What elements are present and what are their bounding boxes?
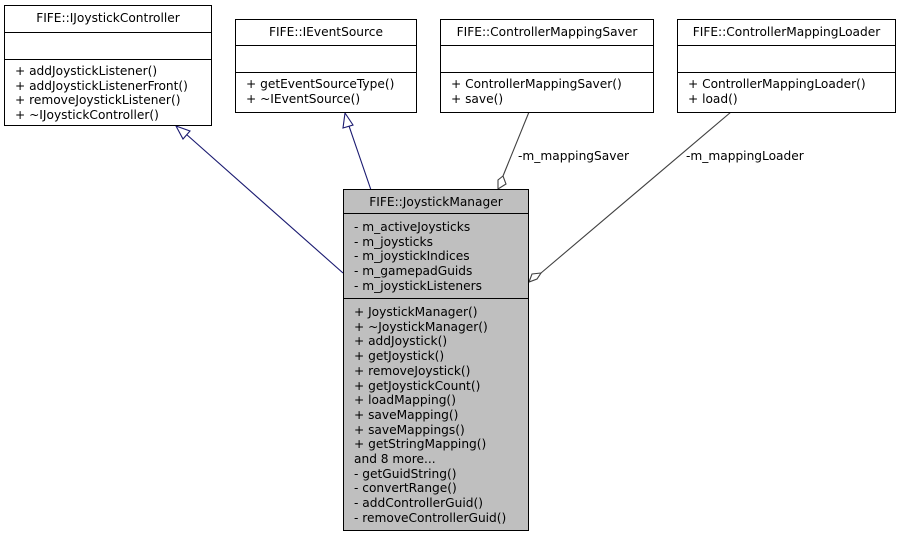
aggregation-diamond-mapping-loader xyxy=(528,272,543,283)
attribute-line: - m_joystickListeners xyxy=(354,278,482,293)
method-line: + ~IEventSource() xyxy=(246,91,361,106)
method-line: - convertRange() xyxy=(354,481,457,496)
attribute-line: - m_joystickIndices xyxy=(354,249,470,264)
attribute-line: - m_joysticks xyxy=(354,234,433,249)
method-line: + addJoystickListener() xyxy=(15,64,158,78)
attribute-line: - m_activeJoysticks xyxy=(354,220,471,234)
methods-compartment: + ControllerMappingLoader() + load() xyxy=(678,72,895,112)
attribute-line: - m_gamepadGuids xyxy=(354,264,473,279)
method-line: + ControllerMappingSaver() xyxy=(451,77,622,91)
method-line: + removeJoystick() xyxy=(354,363,471,378)
method-line: + ~JoystickManager() xyxy=(354,319,488,334)
class-title: FIFE::ControllerMappingSaver xyxy=(456,25,638,39)
methods-compartment: + JoystickManager() + ~JoystickManager()… xyxy=(344,298,528,530)
method-line: + save() xyxy=(451,91,504,106)
method-line: + ~IJoystickController() xyxy=(15,108,159,123)
inheritance-arrowhead-joystick-controller xyxy=(174,125,191,140)
class-box-mapping-loader[interactable]: FIFE::ControllerMappingLoader + Controll… xyxy=(677,19,896,113)
method-line: + ControllerMappingLoader() xyxy=(688,77,866,91)
aggregation-diamond-mapping-saver xyxy=(497,175,507,190)
class-box-mapping-saver[interactable]: FIFE::ControllerMappingSaver + Controlle… xyxy=(440,19,654,113)
inheritance-edge-event-source xyxy=(348,125,372,191)
method-line: + getStringMapping() xyxy=(354,437,487,452)
association-edge-mapping-saver xyxy=(502,111,530,177)
attributes-compartment: - m_activeJoysticks - m_joysticks - m_jo… xyxy=(344,213,528,298)
method-line: - getGuidString() xyxy=(354,466,457,481)
method-line: + getEventSourceType() xyxy=(246,77,395,91)
method-line: + getJoystickCount() xyxy=(354,378,481,393)
method-line: + loadMapping() xyxy=(354,393,456,408)
class-box-joystick-controller[interactable]: FIFE::IJoystickController + addJoystickL… xyxy=(4,5,212,126)
class-box-event-source[interactable]: FIFE::IEventSource + getEventSourceType(… xyxy=(235,19,417,113)
edge-label-mapping-loader: -m_mappingLoader xyxy=(686,149,804,163)
edge-label-mapping-saver: -m_mappingSaver xyxy=(518,149,629,163)
class-box-joystick-manager[interactable]: FIFE::JoystickManager - m_activeJoystick… xyxy=(343,189,529,531)
class-title: FIFE::IJoystickController xyxy=(36,11,180,25)
method-line: + removeJoystickListener() xyxy=(15,93,181,108)
more-methods-note: and 8 more... xyxy=(354,452,436,466)
method-line: + saveMapping() xyxy=(354,407,459,422)
method-line: + saveMappings() xyxy=(354,422,465,437)
attributes-compartment xyxy=(5,32,211,59)
class-title: FIFE::ControllerMappingLoader xyxy=(692,25,881,39)
method-line: + addJoystick() xyxy=(354,334,448,349)
class-title: FIFE::IEventSource xyxy=(269,25,383,39)
method-line: - addControllerGuid() xyxy=(354,496,483,511)
class-title: FIFE::JoystickManager xyxy=(369,195,503,209)
method-line: + addJoystickListenerFront() xyxy=(15,78,188,93)
method-line: + getJoystick() xyxy=(354,349,445,364)
method-line: - removeControllerGuid() xyxy=(354,510,507,525)
inheritance-arrowhead-event-source xyxy=(342,111,354,129)
method-line: + JoystickManager() xyxy=(354,305,478,319)
methods-compartment: + getEventSourceType() + ~IEventSource() xyxy=(236,72,416,112)
methods-compartment: + ControllerMappingSaver() + save() xyxy=(441,72,653,112)
methods-compartment: + addJoystickListener() + addJoystickLis… xyxy=(5,59,211,125)
attributes-compartment xyxy=(678,45,895,72)
attributes-compartment xyxy=(441,45,653,72)
attributes-compartment xyxy=(236,45,416,72)
inheritance-edge-joystick-controller xyxy=(185,133,344,274)
method-line: + load() xyxy=(688,91,738,106)
association-edge-mapping-loader xyxy=(540,111,732,274)
